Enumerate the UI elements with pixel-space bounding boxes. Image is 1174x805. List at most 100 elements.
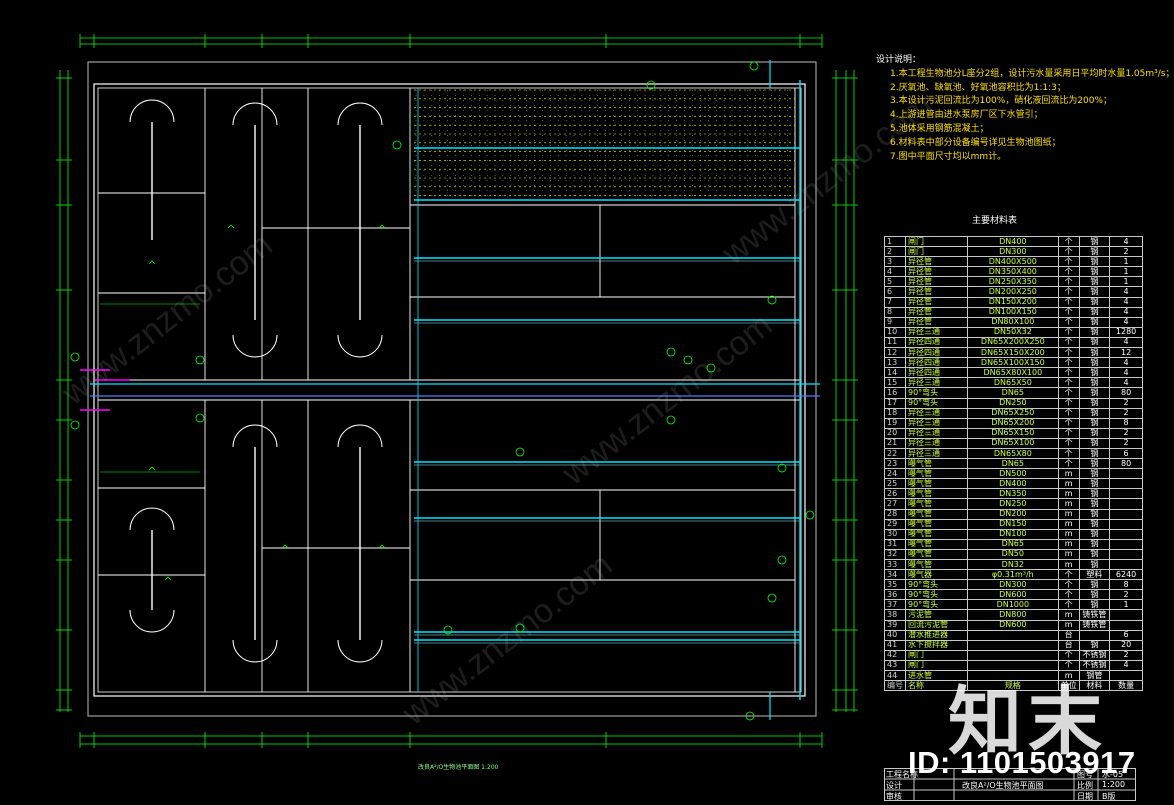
tank-inner-wall bbox=[97, 87, 802, 693]
table-cell: 钢 bbox=[1078, 296, 1111, 308]
table-cell: 20 bbox=[1109, 639, 1143, 651]
callout-tag bbox=[683, 355, 693, 365]
table-cell: 个 bbox=[1057, 458, 1080, 470]
table-cell: 曝气管 bbox=[904, 458, 969, 470]
table-cell: 异径管 bbox=[904, 266, 969, 278]
table-cell: 钢 bbox=[1078, 246, 1111, 258]
table-cell bbox=[1109, 670, 1143, 682]
table-cell: DN80X100 bbox=[967, 316, 1059, 328]
table-cell: 30 bbox=[884, 528, 906, 540]
table-cell: 2 bbox=[1109, 427, 1143, 439]
table-cell bbox=[1109, 548, 1143, 561]
table-cell: 90°弯头 bbox=[904, 589, 969, 601]
baffle-arc bbox=[232, 102, 278, 126]
table-cell: DN150X200 bbox=[967, 296, 1059, 308]
table-cell: 钢 bbox=[1078, 538, 1111, 550]
table-cell: 6 bbox=[1109, 629, 1143, 641]
table-cell: 钢 bbox=[1078, 518, 1111, 530]
callout-tag bbox=[767, 295, 777, 305]
mixer-icon bbox=[378, 544, 386, 549]
table-cell: 个 bbox=[1057, 649, 1080, 661]
table-cell: 1 bbox=[884, 235, 906, 248]
table-cell: 22 bbox=[884, 447, 906, 460]
table-cell: DN100 bbox=[967, 528, 1059, 540]
note-line: 2.厌氧池、缺氧池、好氧池容积比为1:1:3； bbox=[890, 82, 1066, 93]
table-cell: 异径四通 bbox=[904, 367, 969, 379]
table-cell: 4 bbox=[1109, 357, 1143, 369]
table-cell: 6240 bbox=[1109, 569, 1143, 581]
table-cell: DN1000 bbox=[967, 599, 1059, 611]
table-cell: 36 bbox=[884, 589, 906, 601]
table-cell: 个 bbox=[1057, 599, 1080, 611]
table-cell: 钢 bbox=[1078, 528, 1111, 540]
table-cell: 钢 bbox=[1078, 599, 1111, 611]
table-cell: 钢 bbox=[1078, 256, 1111, 268]
logo: 知末 bbox=[948, 679, 1108, 765]
table-cell: 42 bbox=[884, 649, 906, 661]
table-cell bbox=[1078, 629, 1111, 641]
table-cell: m bbox=[1057, 609, 1080, 621]
callout-tag bbox=[666, 415, 676, 425]
table-cell: 个 bbox=[1057, 316, 1080, 328]
table-cell: DN65X250 bbox=[967, 407, 1059, 419]
table-cell: 异径四通 bbox=[904, 357, 969, 369]
table-cell: DN65X80 bbox=[967, 447, 1059, 460]
table-cell bbox=[967, 639, 1059, 651]
table-cell: 34 bbox=[884, 569, 906, 581]
table-cell: 钢 bbox=[1078, 336, 1111, 349]
table-cell bbox=[1109, 468, 1143, 480]
mixer-symbols bbox=[148, 224, 386, 581]
table-cell: 异径管 bbox=[904, 316, 969, 328]
table-cell: 个 bbox=[1057, 417, 1080, 429]
table-cell: DN400 bbox=[967, 478, 1059, 490]
table-cell: 个 bbox=[1057, 326, 1080, 338]
table-cell: 28 bbox=[884, 508, 906, 520]
table-cell: m bbox=[1057, 619, 1080, 631]
table-cell: 曝气管 bbox=[904, 558, 969, 571]
table-cell: 4 bbox=[1109, 336, 1143, 349]
scale-label: 比例 bbox=[1077, 781, 1093, 790]
table-cell: 个 bbox=[1057, 336, 1080, 349]
callout-tag bbox=[767, 593, 777, 603]
table-cell: 21 bbox=[884, 437, 906, 449]
id-label: ID: 1101503917 bbox=[908, 745, 1136, 780]
project-label: 工程名称 bbox=[886, 770, 918, 779]
table-cell: 14 bbox=[884, 367, 906, 379]
table-cell: 曝气管 bbox=[904, 488, 969, 500]
table-cell: DN50 bbox=[967, 548, 1059, 561]
baffle-arc bbox=[337, 334, 383, 358]
table-cell: 钢 bbox=[1078, 286, 1111, 298]
table-cell: 4 bbox=[884, 266, 906, 278]
baffle-arc bbox=[337, 102, 383, 126]
table-cell bbox=[1109, 488, 1143, 500]
table-cell: 2 bbox=[1109, 589, 1143, 601]
table-cell: 钢 bbox=[1078, 427, 1111, 439]
table-cell: 不锈钢 bbox=[1078, 649, 1111, 661]
baffle-arc bbox=[129, 507, 175, 531]
table-cell: 41 bbox=[884, 639, 906, 651]
table-cell: 钢 bbox=[1078, 498, 1111, 510]
mixer-icon bbox=[148, 260, 156, 265]
table-cell: DN65 bbox=[967, 458, 1059, 470]
table-cell: DN100X150 bbox=[967, 306, 1059, 318]
table-cell: 钢 bbox=[1078, 235, 1111, 248]
table-cell: 个 bbox=[1057, 589, 1080, 601]
callout-tag bbox=[515, 623, 525, 633]
table-cell: 4 bbox=[1109, 235, 1143, 248]
table-cell: 钢 bbox=[1078, 316, 1111, 328]
table-cell: 个 bbox=[1057, 377, 1080, 389]
notes-title: 设计说明： bbox=[876, 55, 922, 65]
table-cell: 个 bbox=[1057, 347, 1080, 359]
